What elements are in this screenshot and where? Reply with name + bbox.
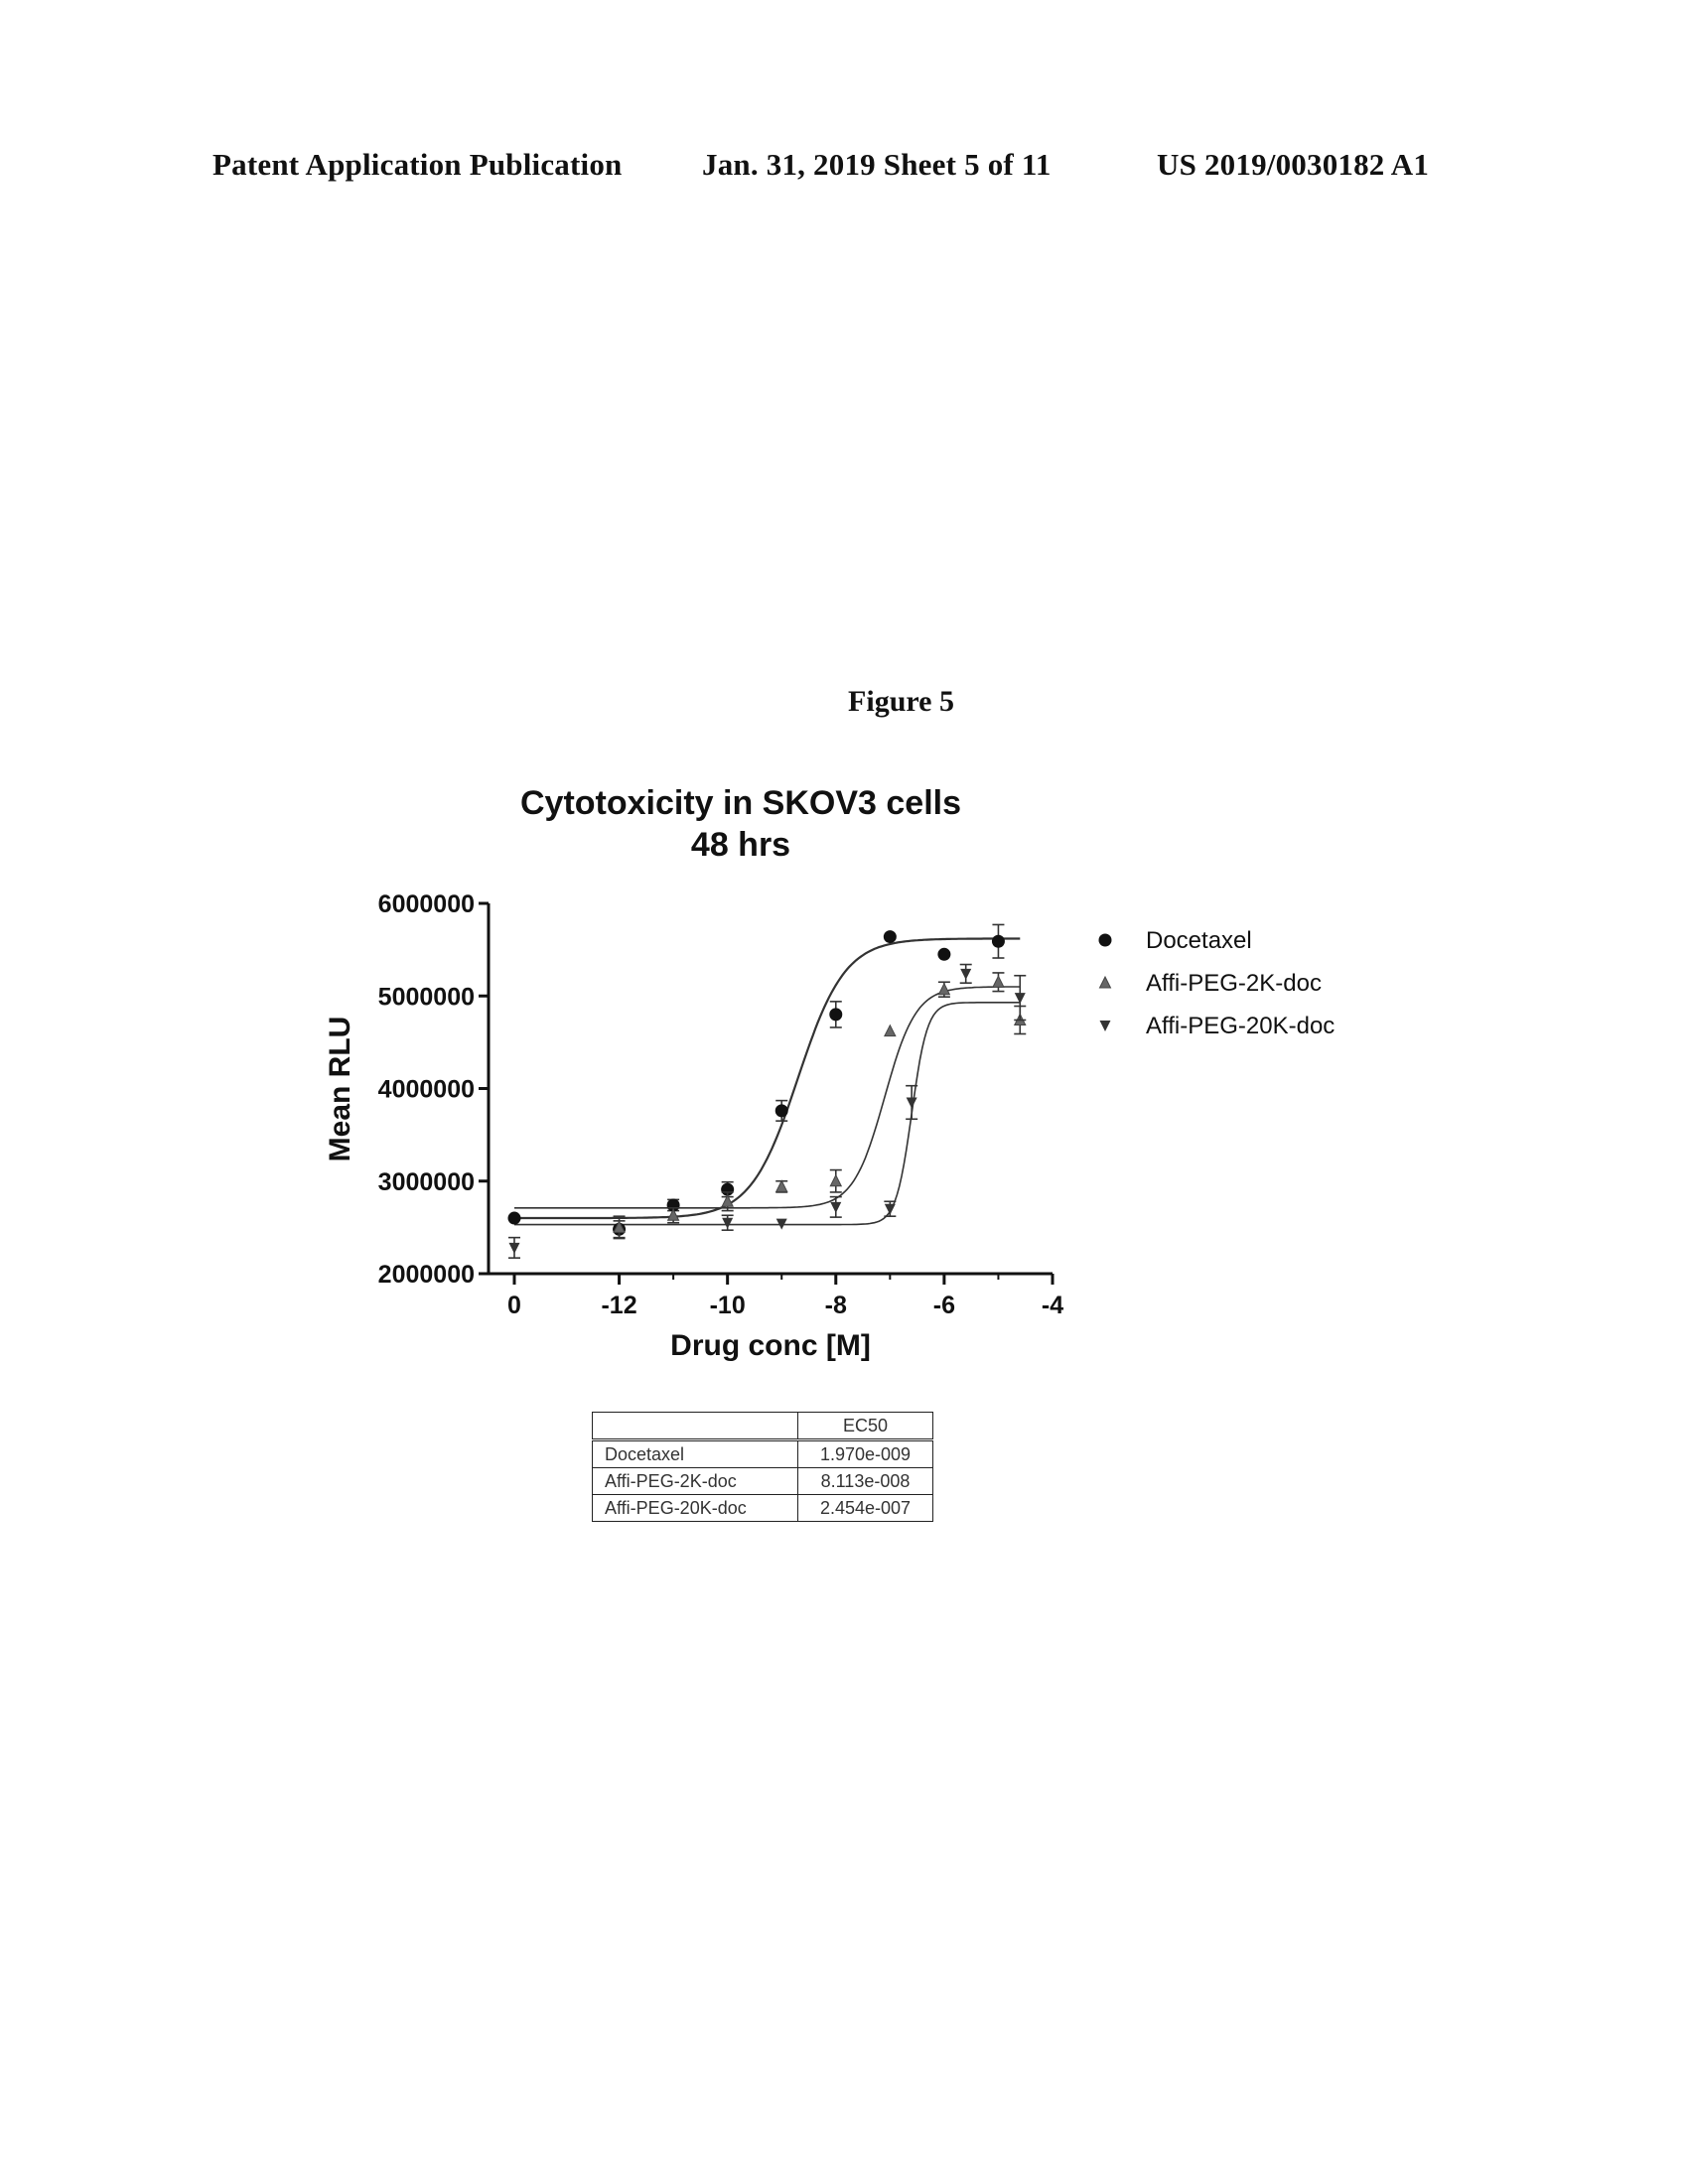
x-tick-label: -10 — [710, 1292, 746, 1319]
point-affi-peg-20k-doc — [830, 1202, 841, 1213]
point-affi-peg-20k-doc — [722, 1218, 733, 1229]
x-tick-label: -12 — [601, 1292, 636, 1319]
point-affi-peg-2k-doc — [830, 1175, 841, 1186]
y-tick-label: 5000000 — [378, 983, 475, 1011]
x-tick-label: -4 — [1042, 1292, 1063, 1319]
point-affi-peg-20k-doc — [885, 1204, 896, 1215]
ec50-row-value: 8.113e-008 — [798, 1468, 933, 1495]
legend-label: Affi-PEG-20K-doc — [1146, 1013, 1335, 1039]
table-row: Affi-PEG-20K-doc 2.454e-007 — [593, 1495, 933, 1522]
ec50-row-name: Affi-PEG-2K-doc — [593, 1468, 798, 1495]
legend-label: Docetaxel — [1146, 927, 1252, 954]
point-affi-peg-20k-doc — [907, 1097, 917, 1108]
ec50-header-blank — [593, 1413, 798, 1440]
y-tick-label: 4000000 — [378, 1076, 475, 1104]
table-row: Docetaxel 1.970e-009 — [593, 1440, 933, 1468]
point-docetaxel — [884, 930, 897, 943]
chart-subtitle: 48 hrs — [691, 826, 790, 864]
fit-curve-docetaxel — [514, 939, 1020, 1219]
point-docetaxel — [508, 1212, 521, 1225]
x-tick-label: -6 — [933, 1292, 955, 1319]
point-affi-peg-2k-doc — [885, 1025, 896, 1036]
legend-marker-affi-peg-20k-doc — [1100, 1021, 1111, 1031]
x-tick-label: 0 — [507, 1292, 521, 1319]
fit-curve-affi-peg-2k-doc — [514, 987, 1020, 1208]
x-axis-label: Drug conc [M] — [670, 1329, 871, 1362]
point-affi-peg-2k-doc — [993, 976, 1004, 987]
point-docetaxel — [937, 948, 950, 961]
ec50-row-value: 2.454e-007 — [798, 1495, 933, 1522]
point-docetaxel — [829, 1008, 842, 1021]
fit-curve-affi-peg-20k-doc — [514, 1003, 1020, 1225]
y-axis-label: Mean RLU — [324, 1017, 356, 1162]
ec50-header-row: EC50 — [593, 1413, 933, 1440]
point-affi-peg-20k-doc — [960, 969, 971, 980]
point-docetaxel — [992, 935, 1005, 948]
x-tick-label: -8 — [825, 1292, 847, 1319]
table-row: Affi-PEG-2K-doc 8.113e-008 — [593, 1468, 933, 1495]
point-affi-peg-2k-doc — [938, 984, 949, 995]
ec50-row-name: Docetaxel — [593, 1440, 798, 1468]
ec50-header-label: EC50 — [798, 1413, 933, 1440]
y-tick-label: 3000000 — [378, 1168, 475, 1196]
y-tick-label: 6000000 — [378, 890, 475, 918]
ec50-row-value: 1.970e-009 — [798, 1440, 933, 1468]
point-affi-peg-2k-doc — [776, 1180, 787, 1191]
legend-marker-docetaxel — [1099, 934, 1112, 947]
legend-label: Affi-PEG-2K-doc — [1146, 970, 1322, 997]
legend-marker-affi-peg-2k-doc — [1100, 977, 1111, 988]
ec50-table: EC50 Docetaxel 1.970e-009 Affi-PEG-2K-do… — [592, 1412, 933, 1522]
point-affi-peg-20k-doc — [509, 1243, 520, 1254]
ec50-row-name: Affi-PEG-20K-doc — [593, 1495, 798, 1522]
chart-title: Cytotoxicity in SKOV3 cells — [520, 784, 961, 822]
y-tick-label: 2000000 — [378, 1261, 475, 1289]
point-docetaxel — [775, 1104, 788, 1117]
